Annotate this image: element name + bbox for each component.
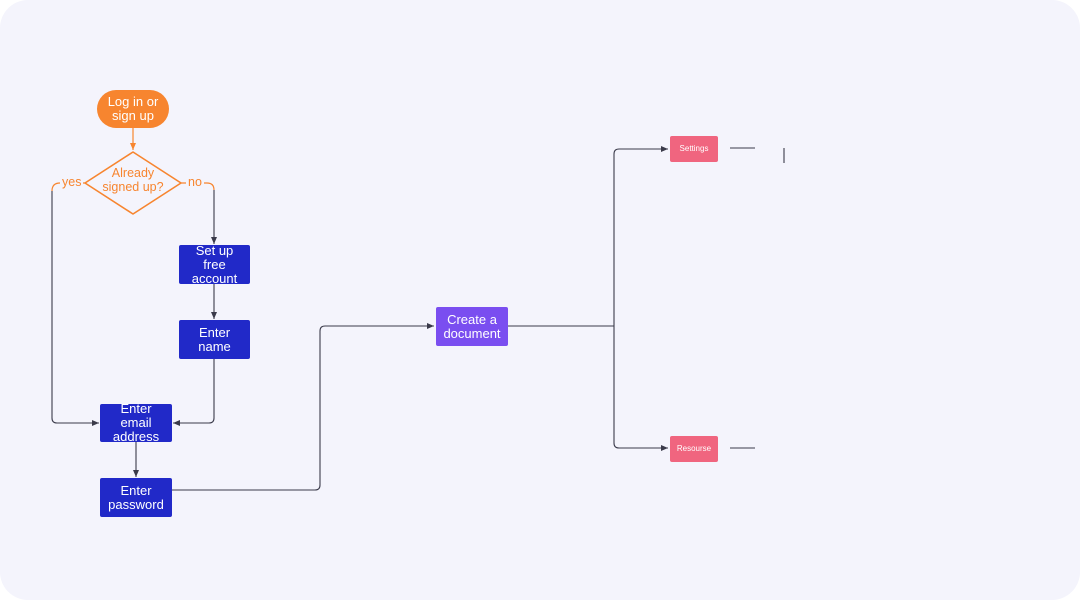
edge-yes-stub [51, 182, 85, 192]
node-resource[interactable]: Resourse [670, 436, 718, 462]
node-enter-email[interactable]: Enter email address [100, 401, 172, 444]
edge-label-no: no [186, 175, 204, 189]
edge-branch-to-settings [613, 146, 668, 326]
node-password-label: Enter password [108, 482, 164, 512]
node-email-label: Enter email address [112, 401, 160, 444]
node-login-or-signup[interactable]: Log in or sign up [97, 90, 169, 128]
node-name-label: Enter name [198, 324, 231, 354]
node-settings-label: Settings [679, 144, 709, 153]
edge-branch-to-resource [613, 326, 668, 451]
edge-name-to-email [173, 359, 215, 426]
node-create-label: Create a document [443, 311, 501, 341]
node-setup-label: Set up free account [191, 242, 238, 286]
node-settings[interactable]: Settings [670, 136, 718, 162]
edge-label-yes: yes [60, 175, 84, 189]
node-enter-name[interactable]: Enter name [179, 320, 250, 359]
node-decision-label[interactable]: Already signed up? [102, 166, 164, 194]
node-setup-account[interactable]: Set up free account [179, 242, 250, 286]
edge-password-to-create [172, 323, 434, 491]
node-enter-password[interactable]: Enter password [100, 478, 172, 517]
edge-no-stub [181, 182, 215, 191]
node-create-document[interactable]: Create a document [436, 307, 508, 346]
decision-diamond [84, 151, 182, 215]
node-login-label: Log in or sign up [107, 94, 159, 123]
node-resource-label: Resourse [676, 444, 712, 453]
edge-yes-to-email [51, 191, 99, 426]
